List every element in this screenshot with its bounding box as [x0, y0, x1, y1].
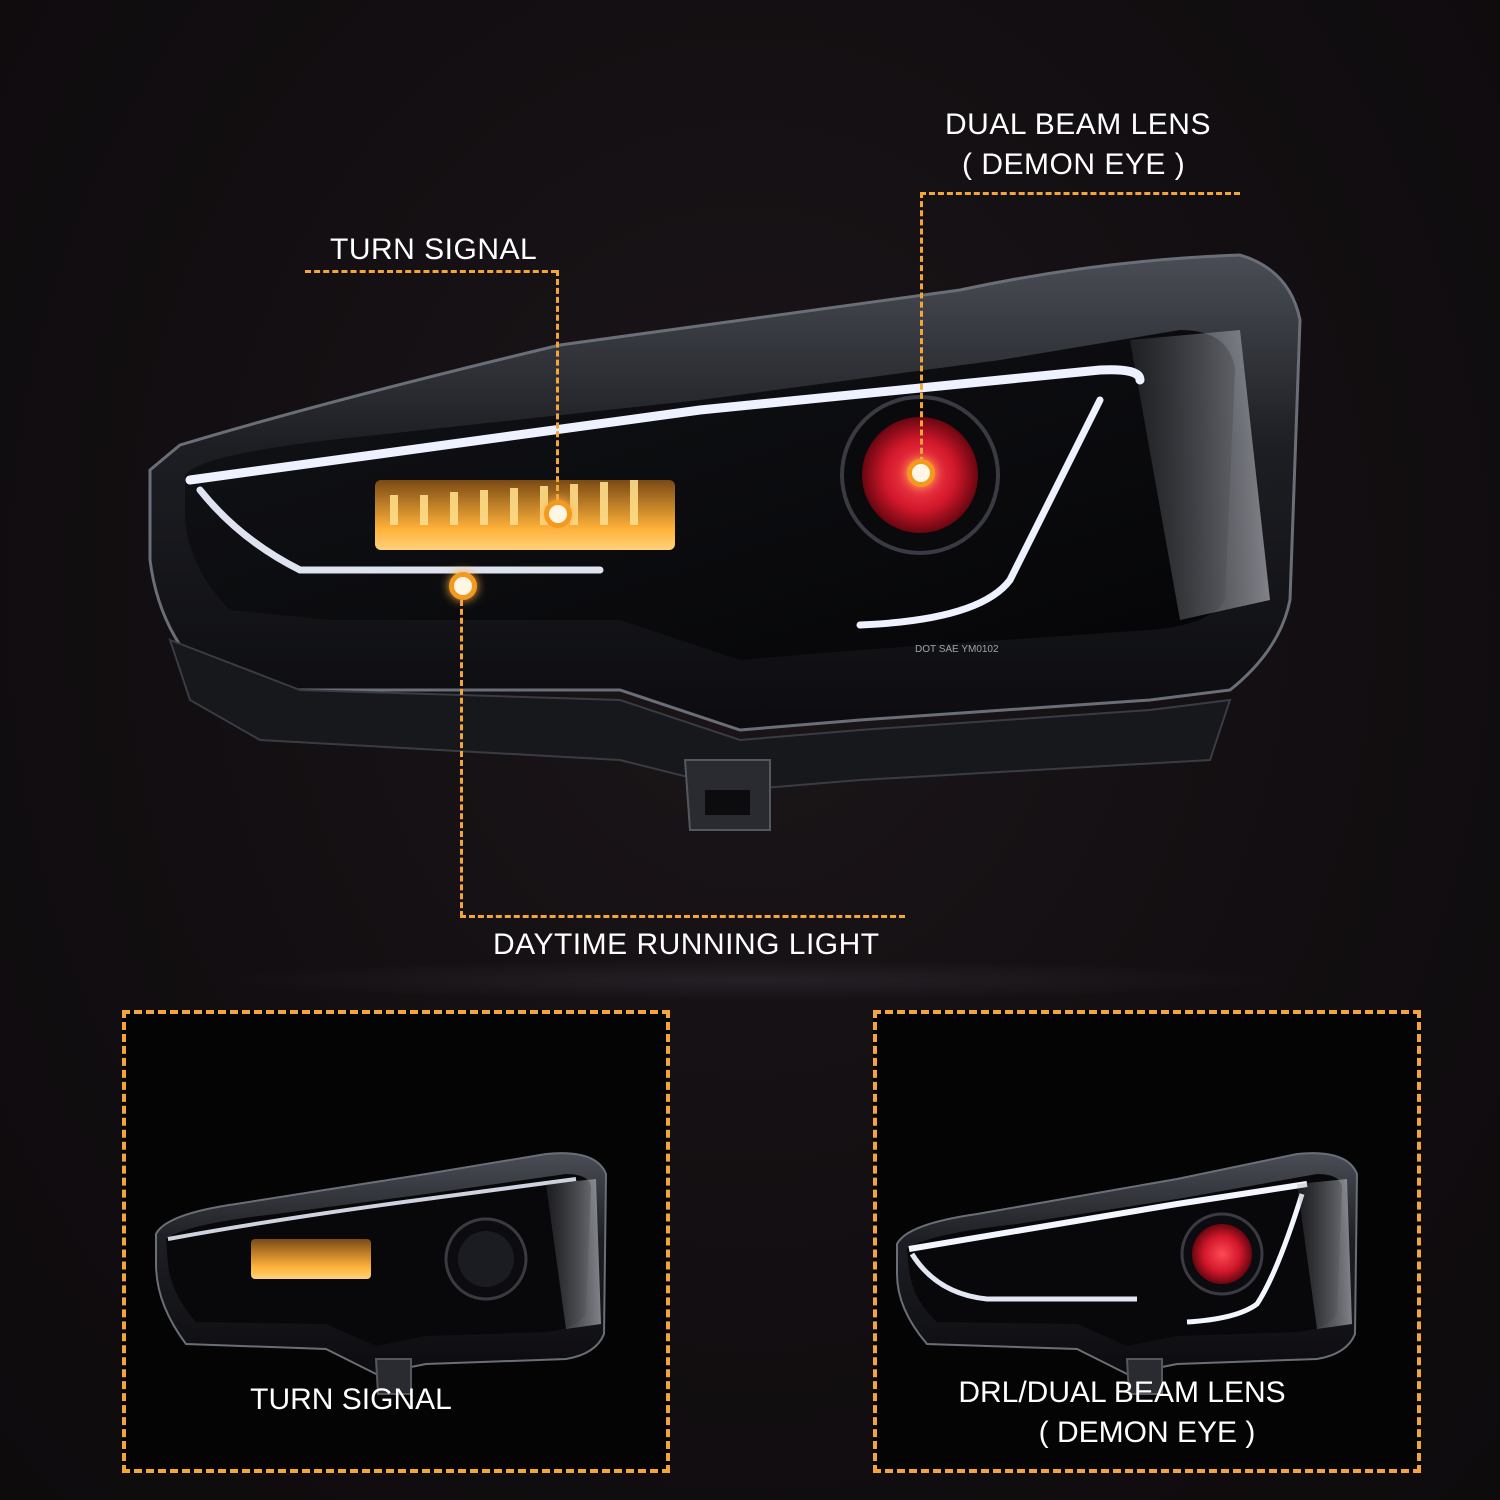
lens-marking: DOT SAE YM0102	[915, 644, 999, 655]
drl-label: DAYTIME RUNNING LIGHT	[493, 928, 880, 961]
turn-signal-label: TURN SIGNAL	[330, 233, 538, 266]
turn-signal-headlight-image	[155, 1152, 608, 1395]
turn-signal-hotspot	[544, 500, 572, 528]
drl-dual-beam-panel: DRL/DUAL BEAM LENS ( DEMON EYE )	[873, 1010, 1421, 1473]
dual-beam-lens-label: DUAL BEAM LENS	[945, 108, 1211, 141]
drl-panel-subtitle: ( DEMON EYE )	[1038, 1416, 1256, 1449]
dual-beam-callout-line	[920, 192, 1240, 195]
turn-signal-panel: TURN SIGNAL	[122, 1010, 670, 1473]
drl-hotspot	[449, 572, 477, 600]
hero-headlight-image: DOT SAE YM0102	[148, 253, 1302, 831]
dual-beam-callout-stem	[920, 192, 923, 472]
drl-headlight-image	[896, 1152, 1359, 1395]
demon-eye-label: ( DEMON EYE )	[962, 148, 1186, 181]
turn-signal-panel-title: TURN SIGNAL	[250, 1383, 452, 1416]
turn-signal-callout-line	[305, 270, 557, 273]
floor-reflection	[200, 960, 1300, 1000]
drl-panel-title: DRL/DUAL BEAM LENS	[958, 1376, 1286, 1409]
turn-signal-callout-stem	[556, 270, 559, 500]
drl-callout-stem	[460, 600, 463, 917]
dual-beam-hotspot	[907, 459, 935, 487]
drl-callout-line	[460, 915, 905, 918]
